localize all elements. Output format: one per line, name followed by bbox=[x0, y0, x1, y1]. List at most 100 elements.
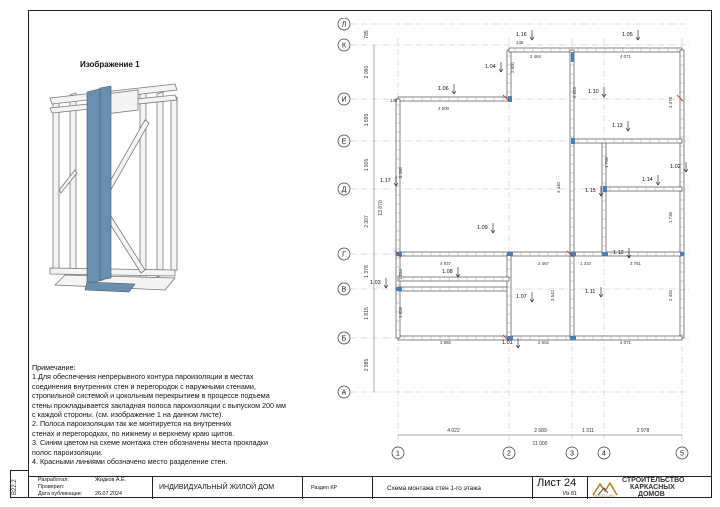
company-line1: СТРОИТЕЛЬСТВО bbox=[622, 477, 685, 484]
side-strip: B22.2 bbox=[10, 470, 28, 498]
title-block: Разработал: Жидков А.Е. Проверил: Дата п… bbox=[28, 476, 712, 499]
dim-label: 3 440 bbox=[556, 181, 561, 193]
vapor-strip bbox=[508, 96, 512, 102]
wall-label: 1.03 bbox=[370, 280, 381, 286]
wall-arrow bbox=[683, 162, 689, 173]
col-axis-label: 4 bbox=[602, 451, 606, 458]
note-line: с каждой стороны. (см. изображение 1 на … bbox=[32, 410, 224, 420]
wall-segment bbox=[506, 49, 512, 100]
wall-arrow bbox=[515, 338, 521, 349]
brand-name: GOOD LIFE bbox=[593, 493, 615, 498]
company-logo-icon bbox=[592, 481, 618, 496]
divider-mark bbox=[566, 250, 574, 258]
col-axis-label: 1 bbox=[396, 451, 400, 458]
stamp-sheet-cell: Лист 24 Из 81 bbox=[533, 477, 588, 499]
stamp-logo-cell: GOOD LIFE СТРОИТЕЛЬСТВО КАРКАСНЫХ ДОМОВ bbox=[588, 477, 712, 499]
wall-label: 1.15 bbox=[585, 188, 596, 194]
dim-label: 4 937 bbox=[440, 261, 452, 266]
dim-label: 1 760 bbox=[604, 156, 609, 168]
dim-label: 140 bbox=[390, 98, 398, 103]
vapor-strip bbox=[602, 252, 608, 256]
notes-heading: Примечание: bbox=[32, 363, 76, 372]
dim-label: 1 254 bbox=[398, 268, 403, 280]
note-line: полос пароизоляции. bbox=[32, 447, 103, 457]
col-dim-label: 1 311 bbox=[582, 428, 594, 434]
note-line: 1.Для обеспечения непрерывного контура п… bbox=[32, 372, 254, 382]
wall-segment bbox=[395, 98, 401, 339]
row-dim-label: 2 307 bbox=[364, 215, 370, 228]
wall-arrow bbox=[626, 248, 632, 259]
wall-label: 1.13 bbox=[612, 123, 623, 129]
wall-arrow bbox=[598, 287, 604, 298]
wall-arrow bbox=[598, 186, 604, 197]
project-name: ИНДИВИДУАЛЬНЫЙ ЖИЛОЙ ДОМ bbox=[159, 484, 275, 491]
wall-label: 1.11 bbox=[585, 289, 595, 295]
vapor-strip bbox=[507, 252, 513, 256]
vapor-strip bbox=[396, 252, 402, 256]
wall-segment bbox=[397, 251, 683, 257]
vapor-strip bbox=[570, 336, 576, 340]
row-axis-label: Б bbox=[342, 336, 347, 343]
dim-label: 2 602 bbox=[538, 340, 550, 345]
dim-label: 145 bbox=[516, 40, 524, 45]
wall-arrow bbox=[625, 121, 631, 132]
dim-label: 3 378 bbox=[668, 96, 673, 108]
wall-segment bbox=[679, 49, 685, 339]
divider-mark bbox=[502, 94, 510, 102]
note-line: соединения внутренних стен и перегородок… bbox=[32, 381, 256, 391]
wall-segment bbox=[397, 96, 510, 102]
wall-segment bbox=[397, 286, 510, 292]
wall-segment bbox=[397, 276, 510, 282]
wall-label: 1.04 bbox=[485, 64, 496, 70]
wall-label: 1.10 bbox=[588, 89, 599, 95]
sheet-frame bbox=[28, 10, 712, 498]
dim-label: 2 600 bbox=[510, 61, 515, 73]
wall-arrow bbox=[498, 62, 504, 73]
dim-label: 4 071 bbox=[620, 54, 632, 59]
row-dim-label: 2 090 bbox=[364, 66, 370, 79]
dim-label: 3 542 bbox=[550, 289, 555, 301]
dim-label: 2 467 bbox=[538, 261, 550, 266]
col-axis-label: 3 bbox=[570, 451, 574, 458]
side-label: B22.2 bbox=[12, 479, 18, 495]
dim-label: 2 761 bbox=[630, 261, 642, 266]
row-axis-label: Д bbox=[342, 187, 347, 194]
note-line: стенах и перегородках, по нижнему и верх… bbox=[32, 428, 235, 438]
col-axis-bubble bbox=[597, 446, 611, 460]
note-line: стены прокладывается закладная полоса па… bbox=[32, 400, 286, 410]
row-axis-label: Л bbox=[342, 22, 347, 29]
dim-label: 2 823 bbox=[572, 86, 577, 98]
section-name: Раздел КР bbox=[311, 485, 338, 491]
wall-label: 1.09 bbox=[477, 225, 488, 231]
vapor-strip bbox=[571, 138, 575, 144]
figure-title: Изображение 1 bbox=[80, 60, 140, 69]
wall-arrow bbox=[529, 30, 535, 41]
wall-label: 1.12 bbox=[613, 250, 624, 256]
divider-mark bbox=[502, 334, 510, 342]
dim-label: 4 071 bbox=[620, 340, 632, 345]
developed-name: Жидков А.Е. bbox=[95, 477, 127, 483]
wall-label: 1.01 bbox=[502, 340, 513, 346]
row-dim-label: 2 985 bbox=[364, 359, 370, 372]
dim-label: 5 380 bbox=[398, 166, 403, 178]
dim-label: 4 500 bbox=[438, 106, 450, 111]
dim-label: 1 735 bbox=[668, 211, 673, 223]
wall-label: 1.06 bbox=[438, 86, 449, 92]
sheet-total: Из 81 bbox=[563, 491, 577, 497]
stamp-project-cell: ИНДИВИДУАЛЬНЫЙ ЖИЛОЙ ДОМ bbox=[153, 477, 303, 499]
row-axis-label: А bbox=[342, 390, 347, 397]
total-vertical-label: 13 870 bbox=[378, 200, 384, 216]
stamp-section-cell: Раздел КР bbox=[303, 477, 373, 499]
vapor-strip bbox=[570, 252, 576, 256]
frame-illustration bbox=[49, 83, 178, 293]
company-line3: ДОМОВ bbox=[638, 491, 665, 498]
wall-label: 1.05 bbox=[622, 32, 633, 38]
dim-label: 3 892 bbox=[440, 340, 452, 345]
col-axis-bubble bbox=[565, 446, 579, 460]
wall-arrow bbox=[455, 267, 461, 278]
col-dim-label: 2 689 bbox=[534, 428, 547, 434]
row-axis-label: Г bbox=[342, 252, 346, 259]
sheet-title: Схема монтажа стен 1-го этажа bbox=[387, 485, 481, 492]
total-horizontal-label: 11 000 bbox=[533, 441, 548, 447]
